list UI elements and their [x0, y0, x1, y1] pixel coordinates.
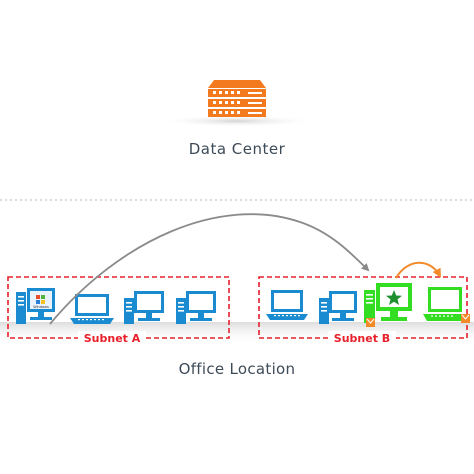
- data-center-label: Data Center: [188, 140, 286, 158]
- move-arrow: [395, 261, 441, 279]
- office-location-label: Office Location: [178, 360, 296, 378]
- subnet-a-box: Subnet A: [7, 276, 230, 345]
- desktop-icon: [176, 291, 216, 324]
- server-icon: [157, 80, 317, 127]
- laptop-icon: [70, 294, 114, 324]
- laptop-icon: [266, 290, 308, 320]
- migration-arrow: [49, 213, 370, 325]
- windows-text: Windows: [33, 305, 49, 309]
- windows-desktop-icon: Windows: [16, 288, 55, 324]
- subnet-b-box: Subnet B: [258, 276, 468, 345]
- desktop-icon: [319, 291, 357, 324]
- floor-shadow: [0, 322, 474, 344]
- subnet-a-label: Subnet A: [84, 332, 141, 345]
- desktop-icon: [124, 291, 164, 324]
- highlighted-desktop-star-icon: [364, 283, 412, 327]
- highlighted-laptop-icon: [423, 287, 470, 323]
- subnet-b-label: Subnet B: [334, 332, 390, 345]
